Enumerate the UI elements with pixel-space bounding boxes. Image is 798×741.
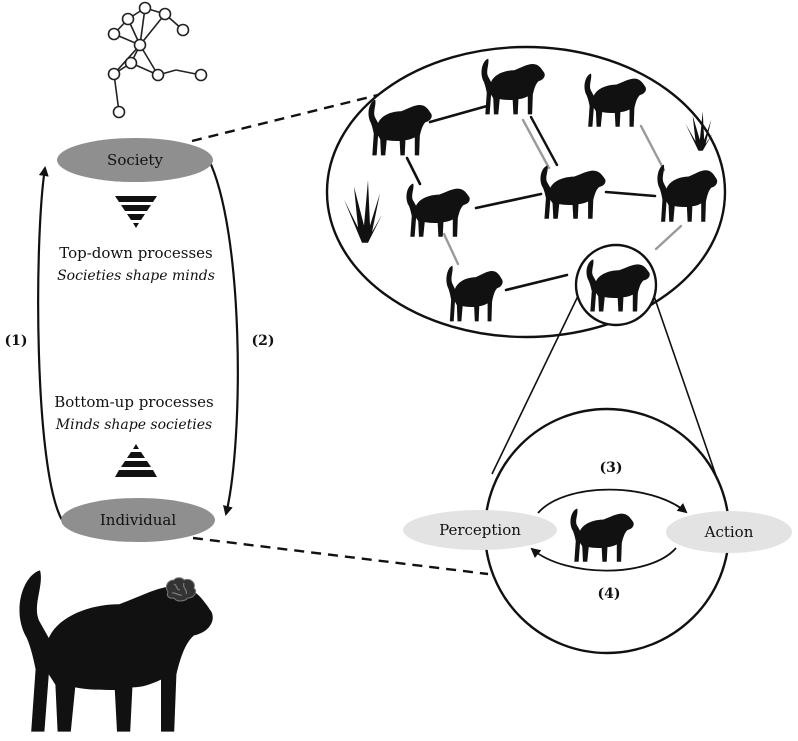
society-node bbox=[57, 138, 213, 182]
bottom-up-subtitle: Minds shape societies bbox=[55, 417, 212, 433]
perception-to-action-arrow bbox=[537, 488, 688, 514]
arrow-label-1: (1) bbox=[5, 333, 28, 349]
arrow-label-3: (3) bbox=[600, 460, 623, 476]
top-down-title: Top-down processes bbox=[59, 244, 213, 262]
brain-icon bbox=[165, 577, 197, 602]
arrow-label-4: (4) bbox=[598, 586, 621, 602]
zoom-line-right bbox=[653, 295, 723, 494]
top-down-subtitle: Societies shape minds bbox=[57, 268, 215, 284]
perception-label: Perception bbox=[439, 521, 521, 539]
arrow-label-2: (2) bbox=[252, 333, 275, 349]
perception-node bbox=[403, 510, 557, 550]
network-graph-icon bbox=[107, 1, 208, 119]
bottom-up-loop-arrow bbox=[37, 166, 63, 521]
individual-label: Individual bbox=[100, 511, 176, 529]
action-label: Action bbox=[704, 523, 754, 541]
action-node bbox=[666, 511, 792, 553]
bottom-up-title: Bottom-up processes bbox=[54, 393, 214, 411]
individual-zoom-dashed-line bbox=[192, 536, 489, 576]
society-label: Society bbox=[107, 151, 163, 169]
action-to-perception-arrow bbox=[530, 547, 677, 572]
individual-node bbox=[61, 498, 215, 542]
pyramid-icon bbox=[115, 444, 157, 477]
social-links bbox=[405, 104, 683, 292]
top-down-loop-arrow bbox=[207, 157, 239, 516]
inverted-pyramid-icon bbox=[115, 196, 157, 228]
zoom-line-left bbox=[491, 295, 579, 475]
